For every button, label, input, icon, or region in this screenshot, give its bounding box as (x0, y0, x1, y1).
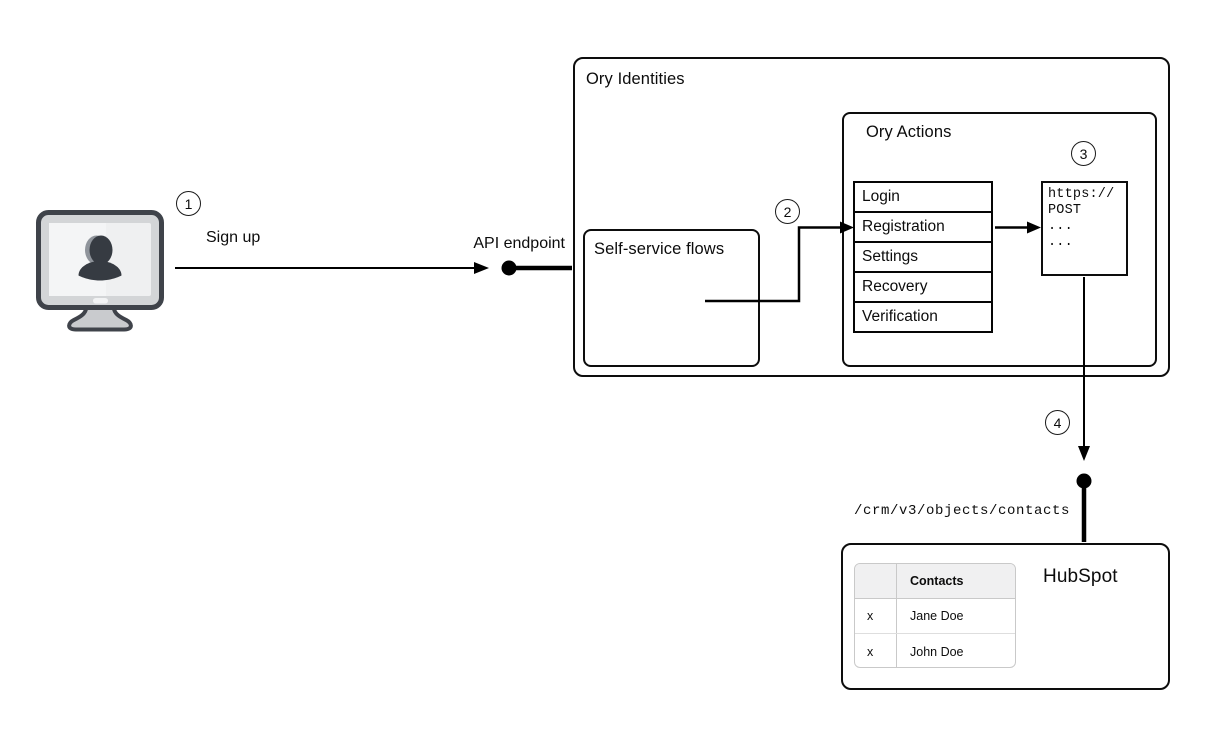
flow-row-recovery: Recovery (853, 271, 993, 303)
user-shoulders (78, 261, 122, 281)
ory-actions-box (842, 112, 1157, 367)
webhook-code-box: https:// POST ... ... (1041, 181, 1128, 276)
sign-up-label: Sign up (206, 229, 261, 246)
webhook-code-line: https:// (1048, 187, 1115, 202)
ory-identities-title: Ory Identities (586, 70, 685, 88)
flow-row-registration: Registration (853, 211, 993, 243)
contacts-table-header-row: Contacts (855, 564, 1015, 599)
contact-action-cell: x (855, 634, 897, 667)
user-monitor-icon (36, 210, 164, 332)
signup-arrowhead (474, 262, 489, 274)
hubspot-title: HubSpot (1043, 566, 1118, 587)
step-2-badge: 2 (775, 199, 800, 224)
contacts-table: Contacts x Jane Doe x John Doe (854, 563, 1016, 668)
ory-identities-box (573, 57, 1170, 377)
webhook-code-line: ... (1048, 219, 1073, 234)
api-endpoint-label: API endpoint (473, 235, 565, 252)
monitor-button (93, 298, 108, 304)
contact-name-cell: Jane Doe (910, 609, 964, 623)
flow-row-login: Login (853, 181, 993, 213)
step-1-badge: 1 (176, 191, 201, 216)
monitor-stand (67, 302, 133, 332)
contact-name-cell: John Doe (910, 644, 964, 659)
flow-row-settings: Settings (853, 241, 993, 273)
hubspot-api-path-label: /crm/v3/objects/contacts (853, 503, 1070, 519)
contact-action-cell: x (855, 599, 897, 633)
self-service-flows-title: Self-service flows (594, 240, 725, 258)
hubspot-arrowhead (1078, 446, 1090, 461)
ory-actions-title: Ory Actions (866, 123, 952, 141)
step-4-badge: 4 (1045, 410, 1070, 435)
hubspot-box (841, 543, 1170, 690)
contacts-table-row: x Jane Doe (855, 599, 1015, 634)
contacts-header-action-cell (855, 564, 897, 598)
step-3-badge: 3 (1071, 141, 1096, 166)
contacts-table-row: x John Doe (855, 634, 1015, 667)
contacts-header-label: Contacts (910, 574, 964, 588)
hubspot-endpoint-dot (1076, 473, 1092, 489)
webhook-code-line: ... (1048, 235, 1073, 250)
api-endpoint-dot (501, 260, 517, 276)
flow-row-verification: Verification (853, 301, 993, 333)
user-head (89, 235, 113, 265)
webhook-code-line: POST (1048, 203, 1082, 218)
